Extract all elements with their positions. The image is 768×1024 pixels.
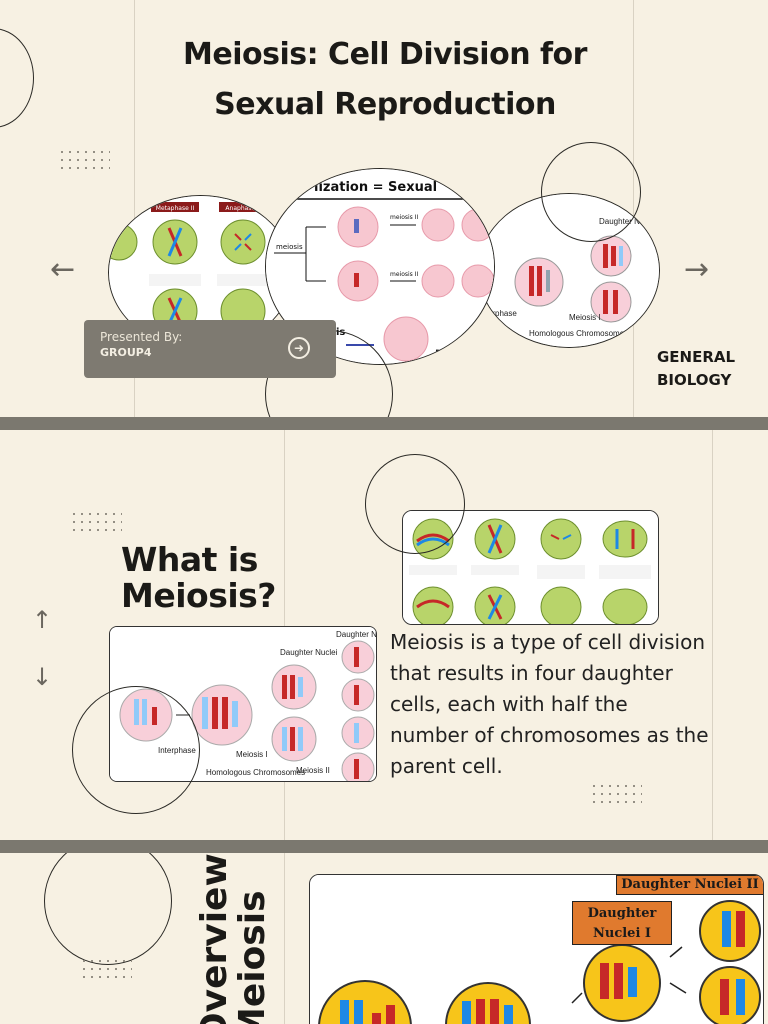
page-title: Meiosis: Cell Division for Sexual Reprod…	[120, 30, 650, 130]
label-meiosis-1: meiosis I	[276, 243, 307, 251]
label-homologous-chromosomes: Homologous Chromosomes	[206, 768, 305, 777]
heading-line-1: What is	[121, 540, 258, 579]
label-meiosis-2b: meiosis II	[390, 271, 418, 278]
what-is-meiosis-slide: What is Meiosis? ↑ ↓	[0, 430, 768, 840]
label-meiosis-cut: Me	[643, 327, 655, 336]
label-interphase: Interphase	[479, 309, 517, 318]
tag-mid-line-1: Daughter	[587, 906, 657, 921]
dot-grid	[590, 782, 642, 804]
divider-line	[712, 430, 713, 840]
decor-circle	[0, 28, 34, 128]
arrow-down-icon[interactable]: ↓	[32, 663, 53, 691]
overview-title-line-1: Overview	[194, 853, 235, 1024]
arrow-left-icon[interactable]: ←	[50, 252, 76, 287]
label-homologous-chromosomes: Homologous Chromosomes	[529, 329, 628, 338]
subject-line-2: BIOLOGY	[657, 371, 732, 389]
tag-mid-line-2: Nuclei I	[592, 926, 651, 941]
definition-text: Meiosis is a type of cell division that …	[390, 630, 709, 778]
decor-circle	[72, 686, 200, 814]
presented-by-label: Presented By:	[100, 330, 183, 344]
meiosis-phases-image[interactable]: Metaphase II Anaphase II	[108, 195, 293, 350]
decor-circle	[541, 142, 641, 242]
title-line-1: Meiosis: Cell Division for	[183, 37, 587, 72]
label-daughter-nuclei-ii: Daughter Nuclei II	[336, 630, 377, 639]
divider-line	[134, 0, 135, 417]
overview-slide: Overview Meiosis	[0, 853, 768, 1024]
presented-by-card[interactable]: Presented By: GROUP4 ➜	[84, 320, 336, 378]
phase-header-metaphase: Metaphase II	[156, 205, 195, 212]
dot-grid	[58, 148, 110, 170]
arrow-right-icon[interactable]: →	[684, 252, 710, 287]
tag-daughter-nuclei-ii: Daughter Nuclei II	[616, 875, 763, 895]
label-meiosis-ii: Meiosis II	[296, 766, 330, 775]
decor-circle	[44, 853, 172, 965]
label-meiosis-2a: meiosis II	[390, 214, 418, 221]
label-meiosis-i: Meiosis I	[569, 313, 601, 322]
divider-line	[284, 853, 285, 1024]
title-slide: Meiosis: Cell Division for Sexual Reprod…	[0, 0, 768, 417]
group-name: GROUP4	[100, 346, 152, 359]
arrow-up-icon[interactable]: ↑	[32, 606, 53, 634]
dot-grid	[70, 510, 122, 532]
decor-circle	[365, 454, 465, 554]
meiosis-overview-illustration	[310, 875, 763, 1024]
image-header-text: lization = Sexual	[314, 180, 437, 195]
section-heading: What is Meiosis?	[121, 542, 276, 614]
phase-header-anaphase: Anaphase II	[225, 205, 260, 212]
title-line-2: Sexual Reproduction	[214, 87, 556, 122]
meiosis-overview-image[interactable]: Daughter Nuclei II Daughter Nuclei I	[309, 874, 764, 1024]
label-meiosis-i: Meiosis I	[236, 750, 268, 759]
subject-label: GENERAL BIOLOGY	[657, 346, 735, 392]
overview-title-line-2: Meiosis	[232, 890, 273, 1024]
subject-line-1: GENERAL	[657, 348, 736, 366]
circle-arrow-right-icon[interactable]: ➜	[288, 337, 310, 359]
label-daughter-nuclei: Daughter Nuclei	[280, 648, 338, 657]
tag-daughter-nuclei-i: Daughter Nuclei I	[572, 901, 672, 945]
heading-line-2: Meiosis?	[121, 576, 276, 615]
dot-grid	[80, 957, 132, 979]
overview-title: Overview Meiosis	[194, 853, 273, 1024]
